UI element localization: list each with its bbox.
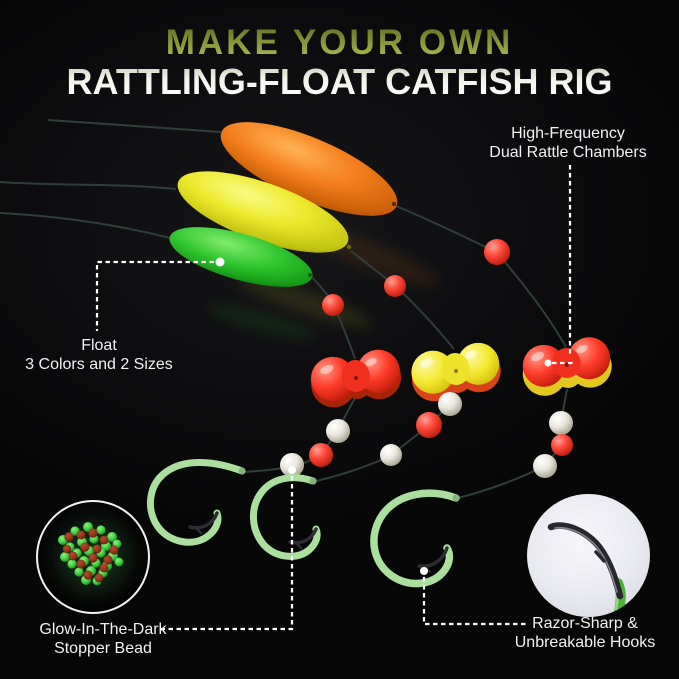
bead-white: [533, 454, 557, 478]
callout-rattle-line1: High-Frequency: [511, 125, 625, 142]
hooks: [146, 459, 460, 588]
hook-closeup-point-sheen: [554, 526, 618, 593]
bead-red: [551, 434, 573, 456]
float-orange-hole: [391, 201, 397, 207]
callout-stopper-bead: Glow-In-The-Dark Stopper Bead: [13, 620, 193, 658]
hook-right: [370, 489, 460, 588]
line-rig-orange-low: [457, 388, 568, 499]
callout-line-glow: [161, 476, 294, 631]
rattle-chamber-middle: [411, 342, 501, 402]
hook-middle: [250, 474, 321, 560]
bead-white: [280, 453, 304, 477]
hook-closeup-barb: [594, 550, 606, 563]
hook-closeup: [547, 522, 626, 617]
callout-rattle-line2: Dual Rattle Chambers: [489, 144, 647, 161]
bead-red: [384, 275, 406, 297]
callout-dot-hooks: [420, 567, 428, 575]
float-green-hole: [308, 273, 312, 277]
line-rig-green-tail: [0, 212, 171, 239]
line-rig-yellow-tail: [0, 181, 177, 190]
callout-dot-float: [215, 257, 225, 267]
float-yellow: [177, 171, 349, 253]
glow-beads-cluster: [58, 522, 124, 586]
title-line-2: RATTLING-FLOAT CATFISH RIG: [0, 62, 679, 102]
callout-glow-line1: Glow-In-The-Dark: [39, 621, 167, 638]
bead-red: [416, 412, 442, 438]
callout-rattle-chambers: High-Frequency Dual Rattle Chambers: [458, 124, 678, 162]
callout-hooks: Razor-Sharp & Unbreakable Hooks: [495, 614, 675, 652]
rattle-chamber-left: [310, 349, 402, 408]
callout-dot-glow: [288, 466, 296, 474]
callout-lines: [95, 165, 574, 631]
callout-glow-line2: Stopper Bead: [54, 640, 152, 657]
bead-white: [326, 419, 350, 443]
page-title: MAKE YOUR OWN RATTLING-FLOAT CATFISH RIG: [0, 24, 679, 102]
callout-dots: [215, 257, 552, 575]
glow-beads-inset-circle: [36, 500, 150, 614]
lower-beads: [280, 392, 573, 478]
callout-line-rattle: [552, 165, 574, 365]
rattle-chamber-right: [522, 337, 612, 396]
line-rig-orange-tail: [47, 119, 222, 133]
hook-closeup-point: [547, 522, 624, 600]
float-green: [169, 227, 313, 287]
float-orange: [220, 122, 398, 216]
callout-line-hooks: [422, 577, 528, 626]
bead-red: [309, 443, 333, 467]
glow-beads-closeup: [58, 522, 127, 591]
upper-beads: [322, 239, 510, 316]
callout-float-line2: 3 Colors and 2 Sizes: [25, 356, 173, 373]
callout-float: Float 3 Colors and 2 Sizes: [9, 336, 189, 374]
title-line-1: MAKE YOUR OWN: [0, 24, 679, 62]
callout-hooks-line2: Unbreakable Hooks: [514, 634, 656, 651]
bead-white: [549, 411, 573, 435]
callout-hooks-line1: Razor-Sharp &: [532, 615, 638, 632]
bead-white: [380, 444, 402, 466]
callout-float-line1: Float: [81, 337, 117, 354]
bead-red: [322, 294, 344, 316]
hook-left: [146, 459, 246, 546]
float-yellow-hole: [346, 244, 352, 250]
callout-dot-rattle: [544, 359, 552, 367]
floats: [169, 122, 398, 287]
bead-red: [484, 239, 510, 265]
hook-closeup-inset-circle: [527, 494, 650, 617]
callout-line-float: [95, 260, 214, 331]
bead-white: [438, 392, 462, 416]
